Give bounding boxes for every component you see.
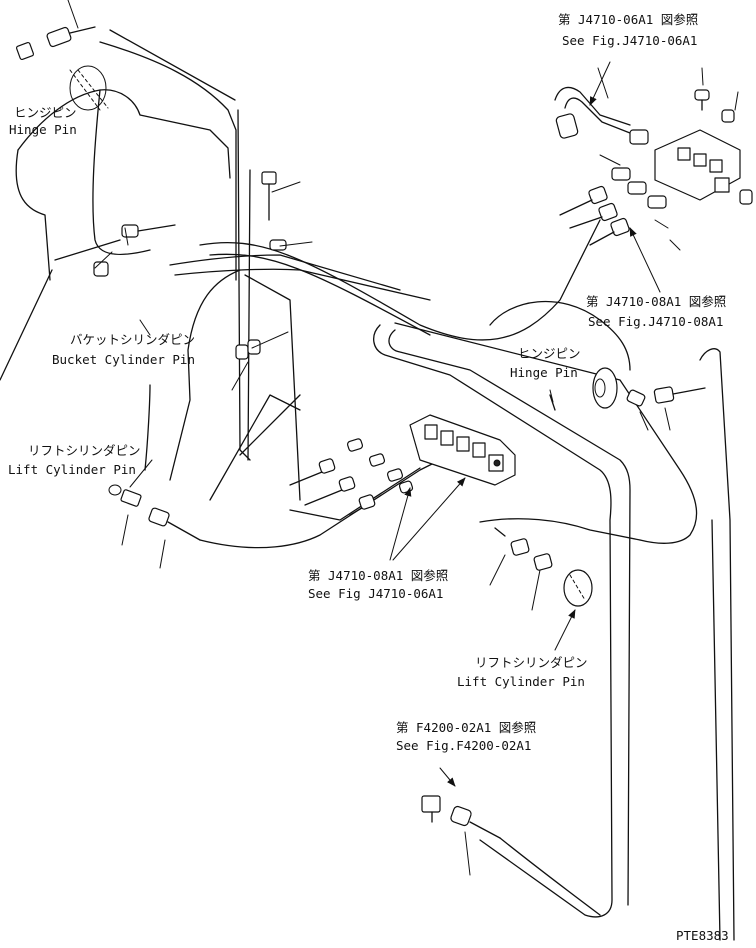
bucket-en: Bucket Cylinder Pin: [52, 352, 195, 367]
fitting-lift-right: [494, 527, 593, 607]
valve-nipples: [289, 438, 414, 516]
bucket-jp: バケットシリンダピン: [70, 332, 195, 347]
hinge-left-jp: ヒンジピン: [14, 105, 77, 120]
grease-lines: [199, 86, 735, 941]
lift-right-en: Lift Cylinder Pin: [457, 674, 585, 689]
ref-bottom-jp: 第 F4200-02A1 図参照: [396, 720, 536, 735]
ref-top-jp: 第 J4710-06A1 図参照: [558, 12, 698, 27]
fitting-bottom-elbow: [421, 795, 501, 839]
right-hinge-structure: [489, 300, 631, 411]
drawing-code: PTE8383: [676, 928, 729, 943]
ref-right-en: See Fig.J4710-08A1: [588, 314, 723, 329]
fitting-lift-left: [108, 484, 201, 541]
lift-left-jp: リフトシリンダピン: [28, 443, 141, 458]
bolt-top-center: [261, 171, 277, 221]
ref-top-en: See Fig.J4710-06A1: [562, 33, 697, 48]
hinge-right-jp: ヒンジピン: [518, 346, 581, 361]
fitting-hinge-right: [626, 386, 706, 407]
ref-mid-jp: 第 J4710-08A1 図参照: [308, 568, 448, 583]
text-labels: 第 J4710-06A1 図参照 See Fig.J4710-06A1 ヒンジピ…: [8, 12, 729, 943]
ref-right-jp: 第 J4710-08A1 図参照: [586, 294, 726, 309]
hinge-left-en: Hinge Pin: [9, 122, 77, 137]
leader-lines: [67, 0, 739, 876]
fitting-top-left: [15, 26, 96, 61]
lift-right-jp: リフトシリンダピン: [475, 655, 588, 670]
ref-mid-en: See Fig J4710-06A1: [308, 586, 443, 601]
ref-bottom-en: See Fig.F4200-02A1: [396, 738, 531, 753]
lift-left-en: Lift Cylinder Pin: [8, 462, 136, 477]
distribution-valve-center: [289, 414, 516, 516]
boom-structure: [0, 29, 431, 501]
hinge-right-en: Hinge Pin: [510, 365, 578, 380]
manifold-upper-right: [555, 89, 753, 246]
